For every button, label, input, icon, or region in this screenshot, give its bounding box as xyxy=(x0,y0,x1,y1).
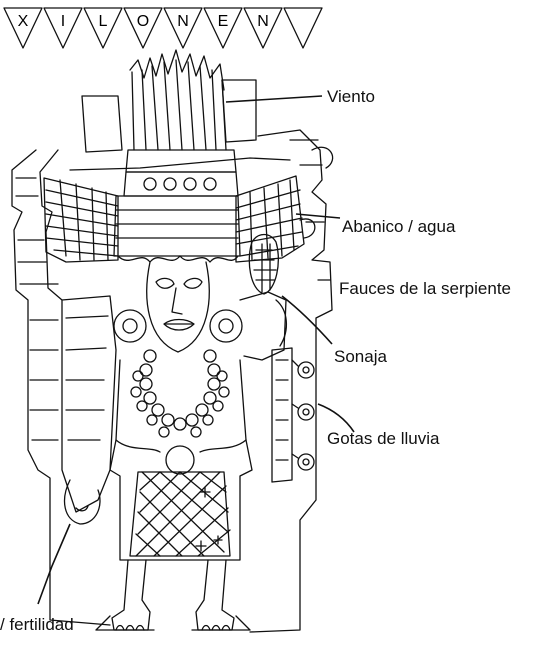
leader-sonaja xyxy=(282,296,332,344)
headdress-left-panel xyxy=(82,96,122,152)
leader-abanico xyxy=(296,214,340,218)
right-arm-corn xyxy=(240,235,286,361)
right-fan xyxy=(236,176,315,262)
title-letter: N xyxy=(177,13,189,30)
headband xyxy=(114,196,240,256)
title-letters: X I L O N E N xyxy=(18,13,269,30)
left-fan xyxy=(44,178,118,262)
title-letter: E xyxy=(218,13,229,30)
title-letter: X xyxy=(18,13,29,30)
headdress-right-panel xyxy=(222,80,256,142)
title-letter: N xyxy=(257,13,269,30)
legs-feet xyxy=(96,560,250,630)
title-letter: O xyxy=(137,13,149,30)
leader-viento xyxy=(226,96,322,102)
label-viento: Viento xyxy=(327,88,375,105)
label-sonaja: Sonaja xyxy=(334,348,387,365)
title-letter: I xyxy=(61,13,65,30)
right-earring xyxy=(210,310,242,342)
rain-staff xyxy=(272,348,314,482)
face xyxy=(147,262,209,352)
title-letter: L xyxy=(99,13,108,30)
label-fertilidad: / fertilidad xyxy=(0,616,74,633)
left-earring xyxy=(114,310,146,342)
leader-fertilidad xyxy=(38,524,70,604)
label-gotas: Gotas de lluvia xyxy=(327,430,439,447)
label-fauces: Fauces de la serpiente xyxy=(339,280,511,297)
left-arm-serpent xyxy=(62,296,116,524)
headdress-band-line xyxy=(70,158,290,170)
headband-rows xyxy=(116,210,238,238)
title-banner xyxy=(4,8,322,48)
leader-gotas xyxy=(318,404,354,432)
headband-fringe xyxy=(118,256,238,262)
left-frame xyxy=(12,150,110,625)
skirt xyxy=(130,472,230,556)
banner-triangle xyxy=(284,8,322,48)
feather-crest xyxy=(124,50,238,196)
label-abanico: Abanico / agua xyxy=(342,218,455,235)
necklaces xyxy=(131,350,229,474)
